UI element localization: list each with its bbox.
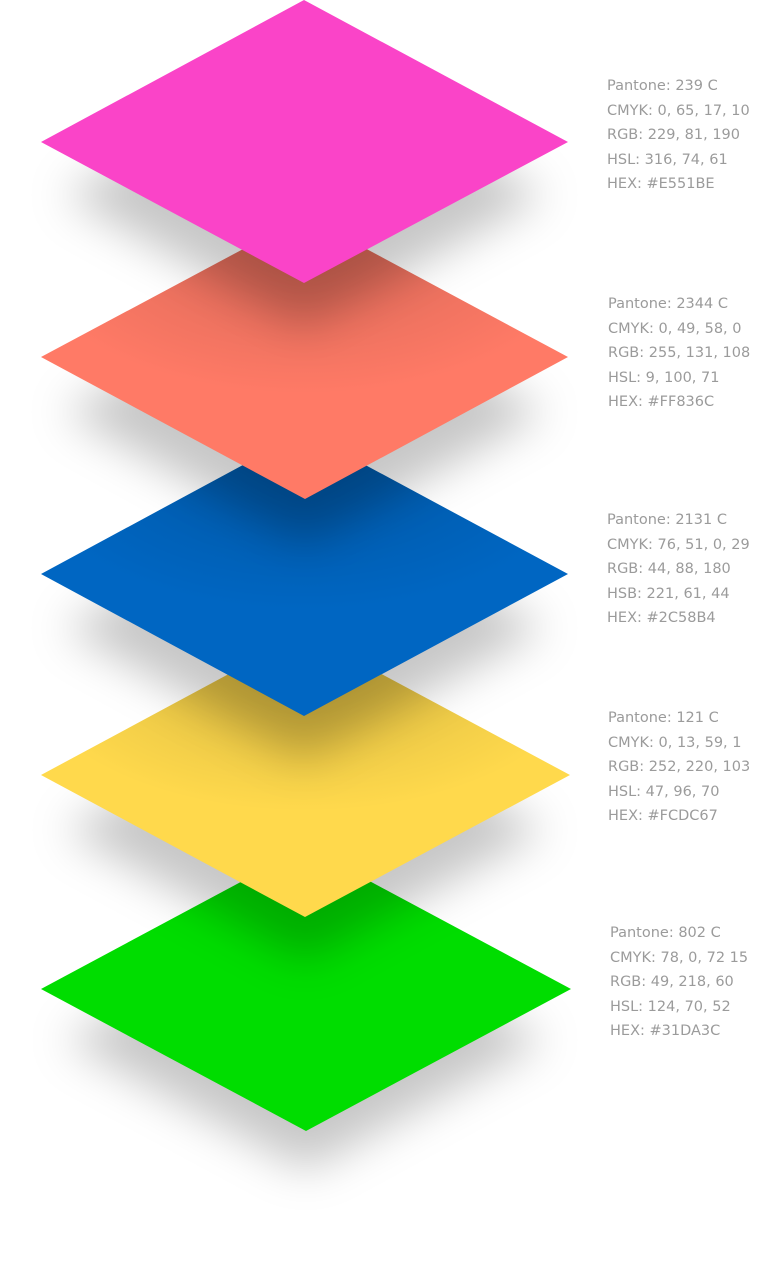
cmyk-label: CMYK: 0, 65, 17, 10 xyxy=(607,102,750,119)
blue-layer-inner-shade xyxy=(41,432,568,716)
pantone-label: Pantone: 121 C xyxy=(608,710,719,726)
magenta-layer-swatch xyxy=(41,0,568,283)
coral-layer xyxy=(41,216,568,545)
magenta-layer xyxy=(41,0,568,328)
hex-label: HEX: #2C58B4 xyxy=(607,610,716,626)
rgb-label: RGB: 49, 218, 60 xyxy=(610,974,734,990)
cmyk-label: CMYK: 76, 51, 0, 29 xyxy=(607,536,750,553)
hsl-label: HSL: 316, 74, 61 xyxy=(607,151,728,168)
pantone-label: Pantone: 802 C xyxy=(610,925,721,941)
cmyk-label: CMYK: 78, 0, 72 15 xyxy=(610,949,749,966)
hex-label: HEX: #E551BE xyxy=(607,176,715,192)
coral-color-info: Pantone: 2344 C CMYK: 0, 49, 58, 0 RGB: … xyxy=(608,292,758,415)
pantone-label: Pantone: 2131 C xyxy=(607,512,727,528)
pantone-label: Pantone: 2344 C xyxy=(608,296,728,312)
cmyk-label: CMYK: 0, 13, 59, 1 xyxy=(608,734,742,751)
hsb-label: HSB: 221, 61, 44 xyxy=(607,585,730,602)
rgb-label: RGB: 252, 220, 103 xyxy=(608,759,751,775)
cmyk-label: CMYK: 0, 49, 58, 0 xyxy=(608,320,742,337)
hex-label: HEX: #31DA3C xyxy=(610,1023,721,1039)
coral-layer-inner-shade xyxy=(41,216,568,499)
blue-color-info: Pantone: 2131 C CMYK: 76, 51, 0, 29 RGB:… xyxy=(607,508,758,631)
hex-label: HEX: #FF836C xyxy=(608,394,715,410)
blue-layer xyxy=(41,432,568,760)
hsl-label: HSL: 124, 70, 52 xyxy=(610,998,731,1015)
hsl-label: HSL: 9, 100, 71 xyxy=(608,369,720,386)
green-layer xyxy=(41,847,571,1170)
rgb-label: RGB: 229, 81, 190 xyxy=(607,127,740,143)
green-layer-swatch xyxy=(41,847,571,1131)
rgb-label: RGB: 44, 88, 180 xyxy=(607,561,731,577)
yellow-layer xyxy=(41,633,570,960)
magenta-color-info: Pantone: 239 C CMYK: 0, 65, 17, 10 RGB: … xyxy=(607,74,758,197)
hsl-label: HSL: 47, 96, 70 xyxy=(608,783,720,800)
pantone-label: Pantone: 239 C xyxy=(607,78,718,94)
hex-label: HEX: #FCDC67 xyxy=(608,808,718,824)
yellow-layer-inner-shade xyxy=(41,633,570,917)
rgb-label: RGB: 255, 131, 108 xyxy=(608,345,751,361)
green-color-info: Pantone: 802 C CMYK: 78, 0, 72 15 RGB: 4… xyxy=(610,921,758,1044)
yellow-color-info: Pantone: 121 C CMYK: 0, 13, 59, 1 RGB: 2… xyxy=(608,706,758,829)
